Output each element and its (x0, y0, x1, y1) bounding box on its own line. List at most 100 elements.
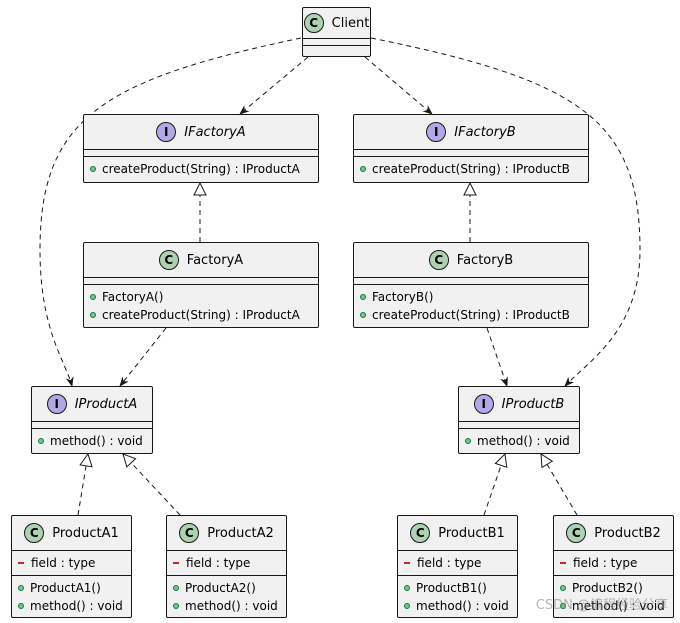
field-row: field : type (404, 554, 511, 572)
class-name: ProductA2 (207, 525, 274, 541)
productb2-class[interactable]: C ProductB2 field : type ProductB2() met… (553, 515, 674, 618)
method-text: method() : void (30, 599, 123, 613)
producta1-class[interactable]: C ProductA1 field : type ProductA1() met… (11, 515, 132, 618)
method-text: ProductA2() (185, 581, 256, 595)
method-row: method() : void (404, 597, 511, 615)
method-text: ProductA1() (30, 581, 101, 595)
fields-section (303, 38, 370, 45)
ifactoryb-header: I IFactoryB (354, 115, 588, 149)
edge-client-ifactoryb (364, 56, 433, 115)
public-method-icon (360, 294, 366, 300)
fields-section (459, 421, 579, 428)
edge-producta1-implements (77, 454, 88, 516)
fields-section (84, 149, 318, 156)
method-text: createProduct(String) : IProductB (372, 162, 570, 176)
methods-section: createProduct(String) : IProductA (84, 156, 318, 181)
fields-section: field : type (554, 550, 673, 575)
method-row: method() : void (560, 597, 667, 615)
class-name: Client (331, 15, 370, 31)
method-text: method() : void (572, 599, 665, 613)
edge-client-ifactorya (239, 56, 309, 115)
fields-section: field : type (398, 550, 517, 575)
class-badge-icon: C (179, 523, 200, 543)
fields-section: field : type (12, 550, 131, 575)
ifactoryb-interface[interactable]: I IFactoryB createProduct(String) : IPro… (353, 114, 589, 183)
iproducta-interface[interactable]: I IProductA method() : void (31, 386, 153, 454)
public-method-icon (360, 166, 366, 172)
method-row: createProduct(String) : IProductB (360, 160, 582, 178)
iproductb-header: I IProductB (459, 387, 579, 421)
interface-badge-icon: I (46, 394, 67, 414)
fields-section (354, 149, 588, 156)
private-field-icon (560, 562, 566, 564)
methods-section: FactoryA() createProduct(String) : IProd… (84, 284, 318, 327)
factoryb-class[interactable]: C FactoryB FactoryB() createProduct(Stri… (353, 242, 589, 328)
productb1-header: C ProductB1 (398, 516, 517, 550)
public-method-icon (90, 312, 96, 318)
method-row: FactoryB() (360, 288, 582, 306)
interface-badge-icon: I (156, 122, 177, 142)
edge-productb1-implements (483, 454, 505, 516)
public-method-icon (560, 603, 566, 609)
method-text: ProductB2() (572, 581, 643, 595)
class-badge-icon: C (303, 13, 324, 33)
edge-factorya-iproducta (119, 327, 167, 387)
ifactorya-interface[interactable]: I IFactoryA createProduct(String) : IPro… (83, 114, 319, 183)
watermark: CSDN @编程经验分享 (535, 598, 668, 613)
class-name: ProductB2 (594, 525, 661, 541)
class-name: FactoryB (456, 252, 514, 268)
method-text: method() : void (416, 599, 509, 613)
class-name: ProductB1 (438, 525, 505, 541)
interface-badge-icon: I (426, 122, 447, 142)
field-text: field : type (186, 556, 251, 570)
method-text: createProduct(String) : IProductA (102, 308, 300, 322)
methods-section: ProductB1() method() : void (398, 575, 517, 618)
fields-section: field : type (167, 550, 286, 575)
method-row: ProductA1() (18, 579, 125, 597)
class-name: ProductA1 (52, 525, 119, 541)
productb1-class[interactable]: C ProductB1 field : type ProductB1() met… (397, 515, 518, 618)
factoryb-header: C FactoryB (354, 243, 588, 277)
methods-section: ProductA1() method() : void (12, 575, 131, 618)
method-row: ProductA2() (173, 579, 280, 597)
methods-section: createProduct(String) : IProductB (354, 156, 588, 181)
class-badge-icon: C (428, 250, 449, 270)
producta2-class[interactable]: C ProductA2 field : type ProductA2() met… (166, 515, 287, 618)
field-text: field : type (417, 556, 482, 570)
public-method-icon (465, 438, 471, 444)
producta1-header: C ProductA1 (12, 516, 131, 550)
methods-section (303, 45, 370, 52)
interface-name: IFactoryB (454, 124, 516, 140)
method-row: createProduct(String) : IProductB (360, 306, 582, 324)
interface-name: IFactoryA (184, 124, 246, 140)
method-row: ProductB2() (560, 579, 667, 597)
public-method-icon (173, 603, 179, 609)
method-text: FactoryB() (372, 290, 434, 304)
fields-section (84, 277, 318, 284)
productb2-header: C ProductB2 (554, 516, 673, 550)
client-class[interactable]: C Client (302, 7, 371, 57)
method-row: method() : void (465, 432, 573, 450)
public-method-icon (404, 585, 410, 591)
public-method-icon (360, 312, 366, 318)
method-text: createProduct(String) : IProductA (102, 162, 300, 176)
method-row: createProduct(String) : IProductA (90, 306, 312, 324)
factorya-header: C FactoryA (84, 243, 318, 277)
iproductb-interface[interactable]: I IProductB method() : void (458, 386, 580, 454)
factorya-class[interactable]: C FactoryA FactoryA() createProduct(Stri… (83, 242, 319, 328)
class-badge-icon: C (158, 250, 179, 270)
public-method-icon (18, 585, 24, 591)
class-badge-icon: C (566, 523, 587, 543)
methods-section: ProductB2() method() : void (554, 575, 673, 618)
public-method-icon (560, 585, 566, 591)
interface-name: IProductA (74, 396, 138, 412)
producta2-header: C ProductA2 (167, 516, 286, 550)
method-text: ProductB1() (416, 581, 487, 595)
class-badge-icon: C (410, 523, 431, 543)
method-row: method() : void (173, 597, 280, 615)
methods-section: ProductA2() method() : void (167, 575, 286, 618)
method-text: method() : void (185, 599, 278, 613)
public-method-icon (38, 438, 44, 444)
interface-name: IProductB (501, 396, 565, 412)
